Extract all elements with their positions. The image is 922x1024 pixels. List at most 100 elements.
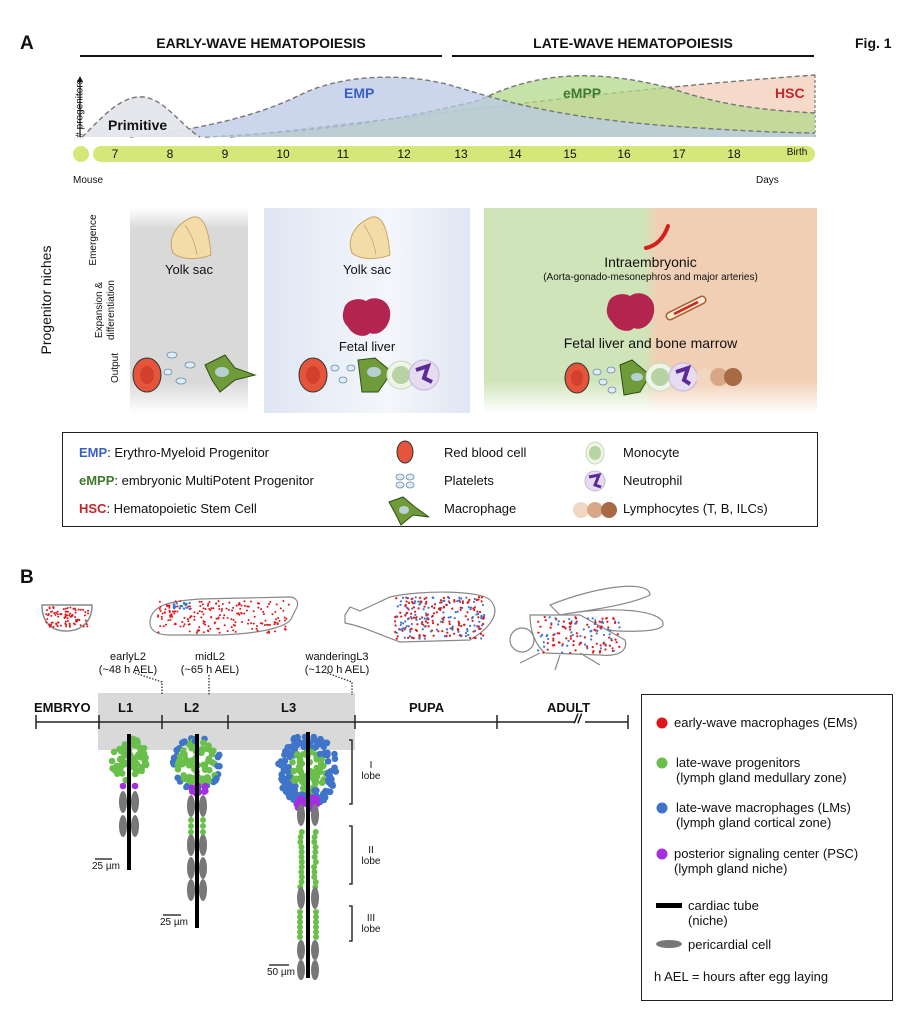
lm-dot xyxy=(477,596,481,599)
fly-macrophage-dots xyxy=(536,615,621,655)
progenitor-cell xyxy=(298,869,305,875)
em-dot xyxy=(259,622,262,625)
em-dot xyxy=(256,629,259,632)
larva-icon xyxy=(149,596,299,636)
em-dot xyxy=(213,622,216,625)
em-dot xyxy=(475,598,478,602)
macrophage-dot xyxy=(546,642,549,645)
em-dot xyxy=(198,626,201,629)
macrophage-dot xyxy=(563,625,566,629)
neutrophil-icon xyxy=(584,470,606,492)
lm-dot xyxy=(432,612,436,615)
lm-dot xyxy=(404,614,407,617)
em-dot xyxy=(267,623,270,626)
em-dot xyxy=(431,619,434,622)
em-dot xyxy=(48,623,51,626)
primitive-label: Primitive xyxy=(108,117,168,133)
em-dot xyxy=(202,613,205,616)
em-dot xyxy=(50,621,53,624)
cortical-cell xyxy=(281,751,288,759)
stage-l1: L1 xyxy=(118,700,134,715)
em-dot xyxy=(209,627,212,630)
legend-neutrophil: Neutrophil xyxy=(623,473,683,488)
em-dot xyxy=(64,607,67,610)
timeline-day-12: 12 xyxy=(397,147,411,161)
lm-dot xyxy=(185,606,188,610)
blue-dot-icon xyxy=(656,802,668,814)
em-dot xyxy=(240,604,243,607)
em-dot xyxy=(169,618,172,621)
em-dot xyxy=(84,611,87,614)
progenitor-cell xyxy=(200,823,206,829)
lymphocytes-icon xyxy=(573,502,617,518)
em-dot xyxy=(423,617,426,620)
em-dot xyxy=(411,600,414,603)
em-dot xyxy=(255,627,258,630)
annotation-early-l2-name: earlyL2 xyxy=(109,651,147,663)
progenitor-cell xyxy=(174,765,182,773)
progenitor-cell xyxy=(292,775,300,783)
em-dot xyxy=(284,625,287,628)
em-dot xyxy=(68,614,71,617)
progenitor-cell xyxy=(318,779,326,786)
em-dot xyxy=(167,619,170,622)
em-dot xyxy=(252,622,255,625)
em-dot xyxy=(447,600,450,603)
em-dot xyxy=(74,615,77,618)
em-dot xyxy=(59,624,62,627)
em-dot xyxy=(204,608,207,611)
em-dot xyxy=(203,621,206,624)
lm-dot xyxy=(469,624,472,627)
macrophage-icon xyxy=(357,357,393,393)
em-dot xyxy=(218,614,221,617)
em-dot xyxy=(415,616,418,619)
em-dot xyxy=(52,625,55,628)
em-dot xyxy=(266,631,269,634)
macrophage-dot xyxy=(598,620,601,623)
lm-dot xyxy=(457,624,461,627)
early-l2-connector xyxy=(134,672,163,695)
em-dot xyxy=(264,619,267,622)
em-dot xyxy=(206,604,209,607)
em-dot xyxy=(408,635,411,638)
macrophage-dot xyxy=(608,633,611,636)
red-blood-cell-icon xyxy=(564,362,590,394)
pericardial-cell xyxy=(187,857,195,879)
em-dot xyxy=(425,600,428,603)
lymphocytes-icon xyxy=(696,368,742,386)
lm-dot xyxy=(472,607,475,610)
em-dot xyxy=(419,600,422,603)
legend-monocyte: Monocyte xyxy=(623,445,680,460)
niche-1-emergence: Yolk sac xyxy=(165,262,213,277)
em-dot xyxy=(215,617,218,620)
progenitor-cell xyxy=(116,756,124,763)
em-dot xyxy=(250,622,253,625)
red-blood-cell-icon xyxy=(298,357,328,393)
macrophage-dot xyxy=(568,621,571,625)
stage-l2: L2 xyxy=(184,700,200,715)
legend-macrophage: Macrophage xyxy=(444,501,517,516)
em-dot xyxy=(403,628,406,631)
progenitor-cell xyxy=(298,874,305,880)
lobe-1-word: lobe xyxy=(361,771,381,782)
progenitor-cell xyxy=(200,817,206,823)
em-dot xyxy=(189,615,192,618)
progenitor-cell xyxy=(289,768,297,775)
lm-dot xyxy=(473,597,476,601)
macrophage-dot xyxy=(552,639,555,642)
lm-dot xyxy=(433,603,437,606)
lm-dot xyxy=(480,596,484,599)
legend-lymphocytes: Lymphocytes (T, B, ILCs) xyxy=(623,501,768,516)
progenitor-cell xyxy=(188,744,196,752)
pericardial-cell xyxy=(187,834,195,856)
em-dot xyxy=(266,605,269,608)
embryo-icon xyxy=(41,604,93,632)
annotation-wandering-l3-time: (~120 h AEL) xyxy=(304,664,370,676)
em-dot xyxy=(468,636,472,640)
macrophage-dot xyxy=(601,620,604,623)
progenitor-cell xyxy=(140,744,148,752)
em-dot xyxy=(168,609,171,612)
pericardial-cell xyxy=(311,960,319,980)
em-dot xyxy=(460,597,463,600)
